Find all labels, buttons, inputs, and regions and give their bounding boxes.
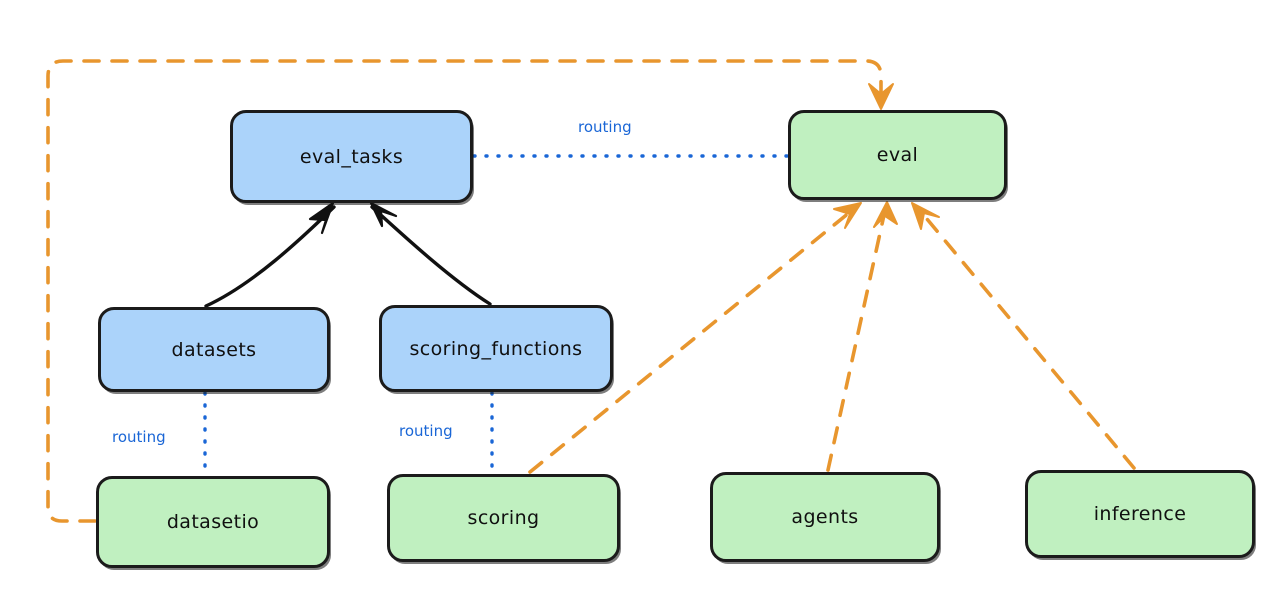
node-inference-label: inference	[1093, 503, 1187, 525]
edge-scoring-functions-to-eval-tasks	[369, 201, 492, 306]
node-datasetio-label: datasetio	[166, 511, 260, 533]
node-datasets-label: datasets	[171, 338, 257, 361]
edge-label-routing-eval-tasks-eval: routing	[578, 118, 632, 136]
node-scoring-functions[interactable]: scoring_functions	[379, 305, 613, 392]
node-agents-label: agents	[791, 506, 859, 528]
node-eval-tasks[interactable]: eval_tasks	[230, 110, 473, 203]
edge-label-routing-datasets-datasetio: routing	[112, 428, 166, 446]
node-scoring-label: scoring	[467, 507, 540, 529]
node-eval-label: eval	[876, 144, 919, 166]
edge-agents-to-eval	[826, 201, 898, 472]
node-inference[interactable]: inference	[1025, 470, 1255, 558]
node-eval-tasks-label: eval_tasks	[299, 145, 404, 168]
edge-label-routing-scoring-functions-scoring: routing	[399, 422, 453, 440]
edge-inference-to-eval	[911, 202, 1136, 470]
edge-scoring-to-eval	[528, 202, 862, 474]
node-eval[interactable]: eval	[788, 110, 1007, 200]
edge-datasetio-to-eval	[46, 59, 894, 523]
node-scoring-functions-label: scoring_functions	[409, 337, 583, 360]
node-datasets[interactable]: datasets	[98, 307, 330, 392]
node-datasetio[interactable]: datasetio	[96, 476, 330, 568]
node-scoring[interactable]: scoring	[387, 474, 620, 562]
edge-datasets-to-eval-tasks	[204, 201, 336, 308]
node-agents[interactable]: agents	[710, 472, 940, 562]
